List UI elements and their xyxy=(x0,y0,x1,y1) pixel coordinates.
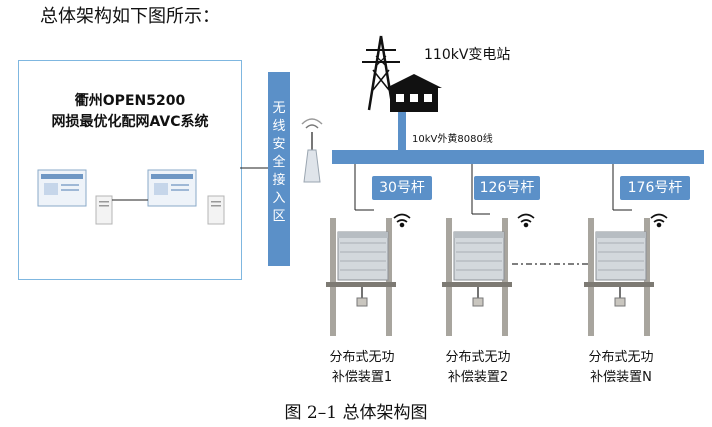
pole-label-176: 176号杆 xyxy=(620,176,690,200)
device-caption-line: 分布式无功 xyxy=(329,350,395,365)
device-2-caption: 分布式无功 补偿装置2 xyxy=(433,348,523,388)
device-1-caption: 分布式无功 补偿装置1 xyxy=(317,348,407,388)
workstation-right-icon xyxy=(147,169,225,225)
device-caption-line: 分布式无功 xyxy=(445,350,511,365)
pole-label-30: 30号杆 xyxy=(372,176,432,200)
system-title: 衢州OPEN5200 网损最优化配网AVC系统 xyxy=(19,91,241,133)
pole-label-126: 126号杆 xyxy=(474,176,540,200)
access-zone-char: 入 xyxy=(272,191,286,206)
substation-label: 110kV变电站 xyxy=(424,47,511,63)
system-title-line1: 衢州OPEN5200 xyxy=(74,93,186,109)
device-caption-line: 补偿装置N xyxy=(590,370,652,385)
system-title-line2: 网损最优化配网AVC系统 xyxy=(51,114,209,130)
device-n-caption: 分布式无功 补偿装置N xyxy=(576,348,666,388)
wireless-access-zone-bar xyxy=(268,72,290,266)
wireless-antenna-icon xyxy=(301,118,323,183)
access-zone-char: 线 xyxy=(272,119,286,134)
access-zone-char: 接 xyxy=(272,173,286,188)
access-zone-char: 全 xyxy=(272,155,286,170)
wireless-access-zone-label: 无 线 安 全 接 入 区 xyxy=(268,100,290,226)
wifi-icon xyxy=(650,213,668,228)
compensation-device-1-icon xyxy=(326,218,396,336)
access-zone-char: 安 xyxy=(272,137,286,152)
access-zone-char: 无 xyxy=(272,101,286,116)
wifi-icon xyxy=(517,213,535,228)
intro-text: 总体架构如下图所示： xyxy=(40,6,220,27)
wifi-icon xyxy=(393,213,411,228)
device-caption-line: 补偿装置1 xyxy=(331,370,393,385)
feeder-line-label: 10kV外黄8080线 xyxy=(412,134,493,145)
workstation-left-icon xyxy=(37,169,113,225)
compensation-device-n-icon xyxy=(584,218,654,336)
device-caption-line: 分布式无功 xyxy=(588,350,654,365)
device-caption-line: 补偿装置2 xyxy=(447,370,509,385)
compensation-device-2-icon xyxy=(442,218,512,336)
substation-icon xyxy=(362,35,442,112)
access-zone-char: 区 xyxy=(272,209,286,224)
figure-caption: 图 2–1 总体架构图 xyxy=(284,403,428,423)
distribution-line-bus xyxy=(332,150,704,164)
